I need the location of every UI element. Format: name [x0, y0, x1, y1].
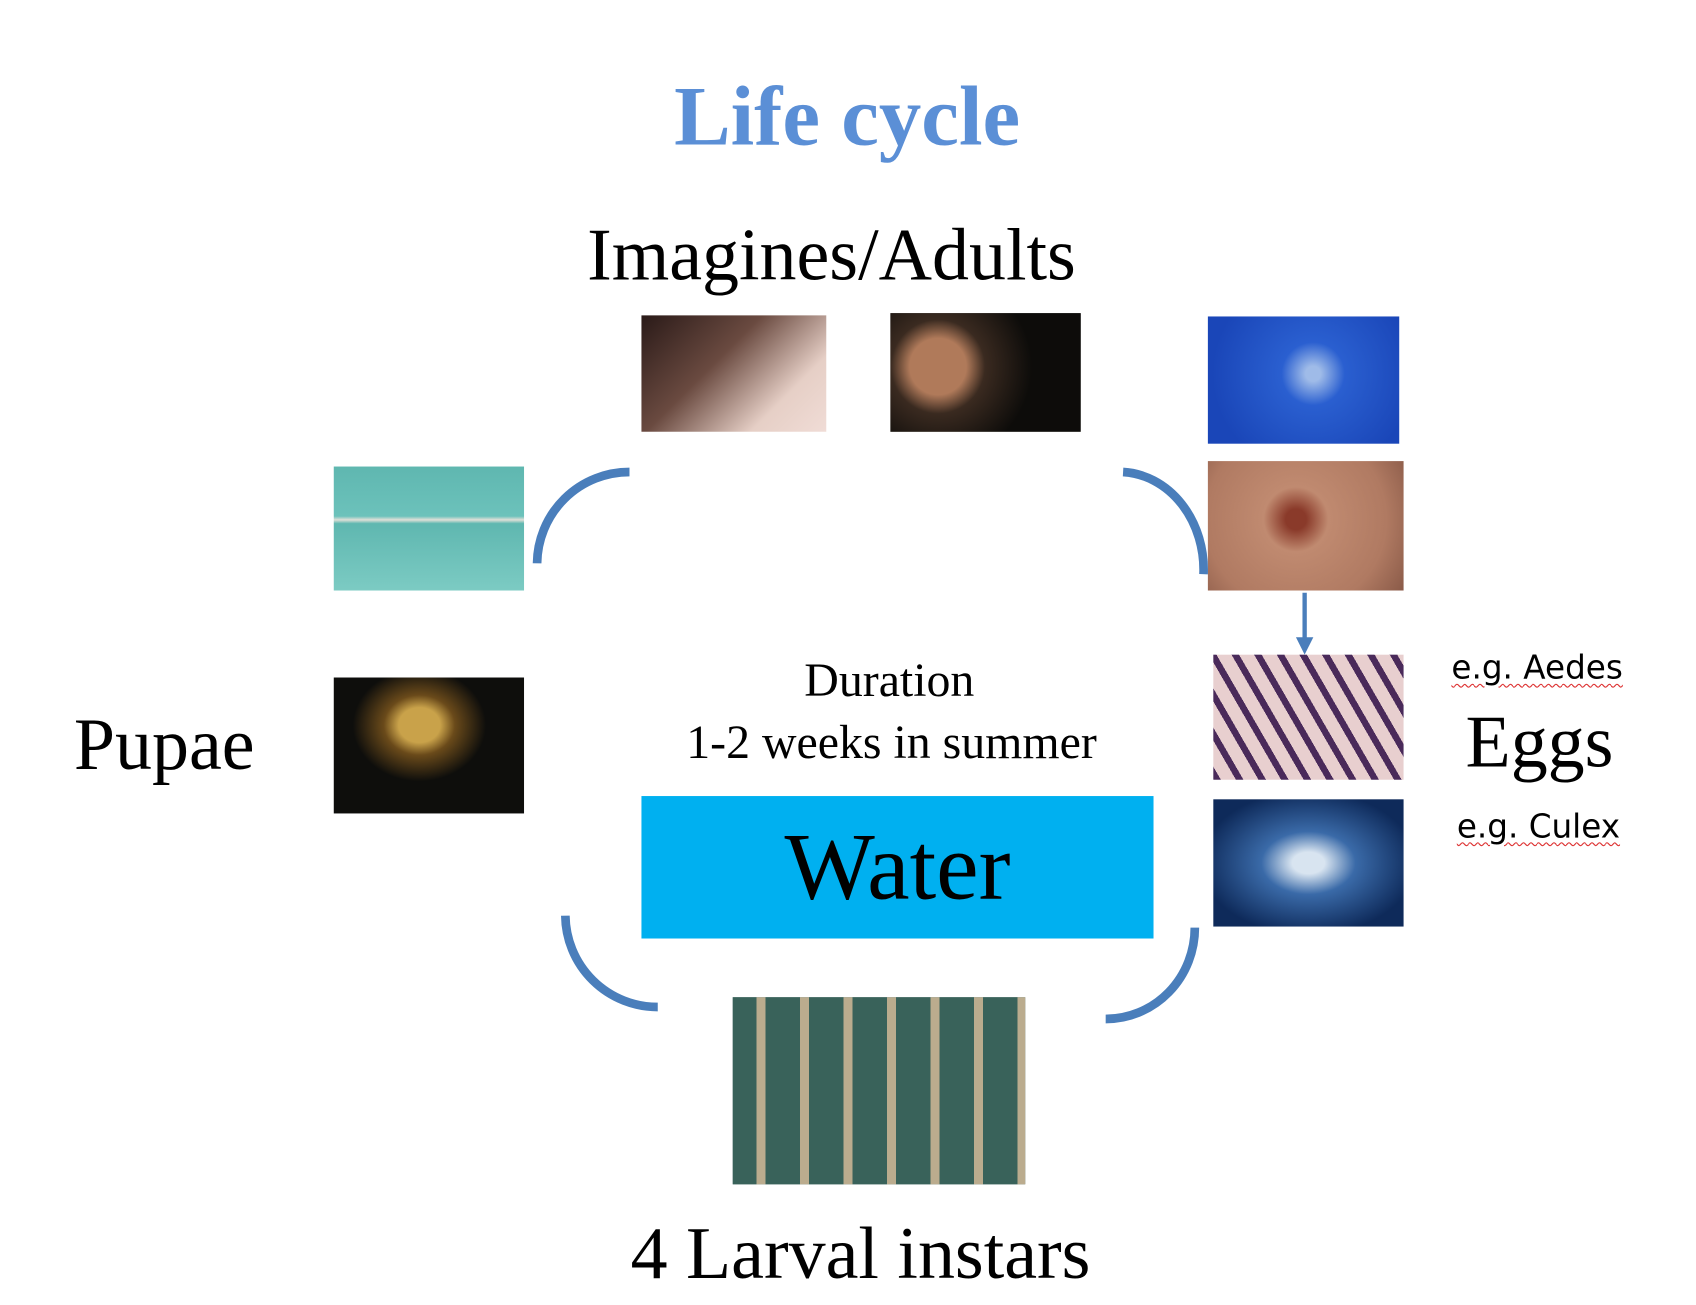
- water-box: Water: [641, 796, 1154, 939]
- arc-bottom-right: [1105, 927, 1200, 1024]
- photo-pupa: [333, 677, 525, 814]
- arc-top-left: [532, 467, 630, 564]
- photo-mosquito-on-water-blue: [1207, 316, 1400, 444]
- example-culex: e.g. Culex: [1456, 808, 1621, 847]
- photo-eggs-aedes: [1213, 654, 1404, 780]
- photo-larvae: [732, 997, 1026, 1185]
- arc-bottom-left: [560, 915, 658, 1012]
- example-aedes: e.g. Aedes: [1451, 649, 1623, 688]
- photo-egg-raft-culex: [1213, 799, 1404, 927]
- stage-label-larvae: 4 Larval instars: [630, 1211, 1091, 1295]
- photo-adult-mosquito-1: [641, 315, 827, 432]
- photo-pupa-emerging: [333, 466, 525, 591]
- diagram-title: Life cycle: [674, 68, 1021, 164]
- photo-mosquito-feeding-on-skin: [1207, 461, 1404, 591]
- water-label: Water: [784, 813, 1011, 920]
- stage-label-pupae: Pupae: [73, 702, 255, 786]
- arc-top-right: [1122, 467, 1208, 575]
- duration-value: 1-2 weeks in summer: [686, 715, 1097, 769]
- photo-adult-mosquito-2: [890, 313, 1081, 432]
- duration-label: Duration: [804, 653, 975, 707]
- stage-label-adults: Imagines/Adults: [587, 213, 1076, 296]
- stage-label-eggs: Eggs: [1465, 700, 1614, 783]
